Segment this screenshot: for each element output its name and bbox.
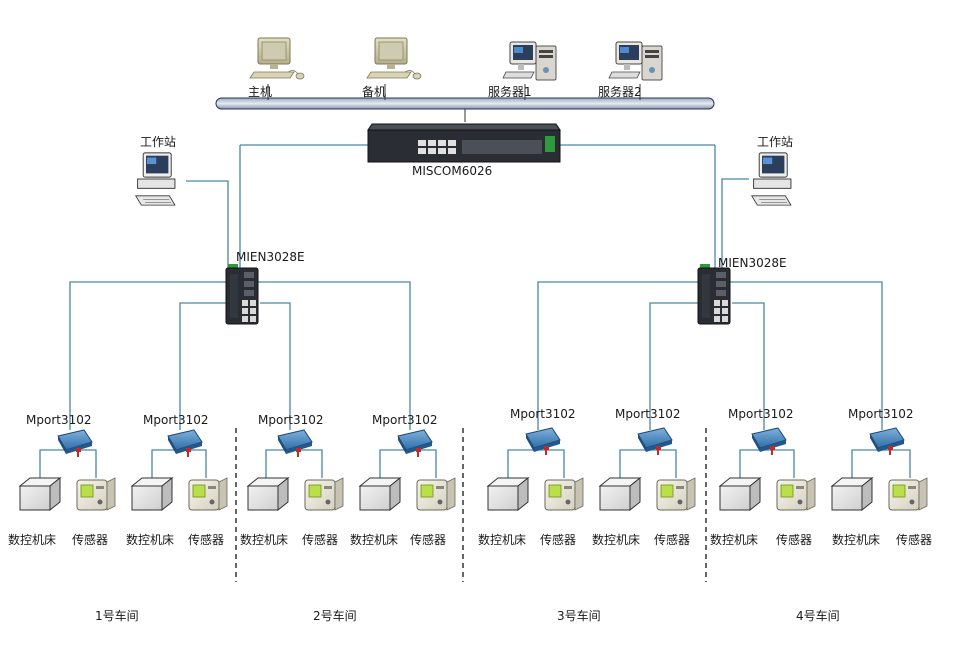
sensor-label: 传感器 <box>410 532 446 547</box>
cnc-machine-icon <box>831 477 873 511</box>
sensor-label: 传感器 <box>188 532 224 547</box>
cnc-machine-icon <box>247 477 289 511</box>
sensor-icon <box>304 477 344 511</box>
sensor-label: 传感器 <box>72 532 108 547</box>
mport-label: Mport3102 <box>143 413 209 427</box>
sensor-label: 传感器 <box>302 532 338 547</box>
workshop-3-label: 3号车间 <box>557 608 601 623</box>
mport-label: Mport3102 <box>615 407 681 421</box>
sensor-label: 传感器 <box>896 532 932 547</box>
mport-label: Mport3102 <box>510 407 576 421</box>
sensor-label: 传感器 <box>776 532 812 547</box>
cnc-label: 数控机床 <box>832 532 880 547</box>
sensor-label: 传感器 <box>654 532 690 547</box>
left-edge-links <box>69 281 411 430</box>
sensor-icon <box>656 477 696 511</box>
core-switch-label: MISCOM6026 <box>412 164 492 178</box>
cnc-label: 数控机床 <box>710 532 758 547</box>
mport-icon <box>277 429 313 458</box>
backup-host-icon <box>366 37 422 80</box>
backbone-bus <box>215 97 715 110</box>
sensor-icon <box>776 477 816 511</box>
mport-label: Mport3102 <box>848 407 914 421</box>
right-edge-links <box>537 281 883 430</box>
workshop-1-label: 1号车间 <box>95 608 139 623</box>
workshop-2-label: 2号车间 <box>313 608 357 623</box>
backup-host-label: 备机 <box>362 85 386 99</box>
mport-icon <box>525 427 561 456</box>
cnc-label: 数控机床 <box>350 532 398 547</box>
cnc-machine-icon <box>19 477 61 511</box>
mport-label: Mport3102 <box>372 413 438 427</box>
cnc-label: 数控机床 <box>126 532 174 547</box>
cnc-machine-icon <box>599 477 641 511</box>
device-links <box>39 449 911 478</box>
workstation-left-icon <box>135 152 176 206</box>
sensor-icon <box>188 477 228 511</box>
cnc-machine-icon <box>359 477 401 511</box>
server1-icon <box>502 41 557 81</box>
core-switch-icon <box>367 123 561 163</box>
host-stubs <box>267 84 641 122</box>
mport-icon <box>751 427 787 456</box>
cnc-label: 数控机床 <box>8 532 56 547</box>
mport-icon <box>167 429 203 458</box>
sensor-icon <box>76 477 116 511</box>
cnc-machine-icon <box>131 477 173 511</box>
mport-icon <box>57 429 93 458</box>
workstation-right-label: 工作站 <box>757 135 793 149</box>
mport-label: Mport3102 <box>728 407 794 421</box>
sensor-label: 传感器 <box>540 532 576 547</box>
main-host-label: 主机 <box>248 85 272 99</box>
cnc-label: 数控机床 <box>478 532 526 547</box>
core-links <box>186 144 749 268</box>
workshop-dividers <box>235 428 707 582</box>
device-labels: 数控机床 传感器 数控机床 传感器 数控机床 传感器 数控机床 传感器 数控机床… <box>8 532 932 547</box>
sensor-icon <box>416 477 456 511</box>
field-devices <box>19 477 928 511</box>
server2-label: 服务器2 <box>598 84 642 99</box>
mport-icon <box>637 427 673 456</box>
edge-switch-left-label: MIEN3028E <box>236 250 305 264</box>
workshop-4-label: 4号车间 <box>796 608 840 623</box>
cnc-label: 数控机床 <box>240 532 288 547</box>
mport-group: Mport3102 Mport3102 Mport3102 Mport3102 … <box>26 407 914 458</box>
sensor-icon <box>544 477 584 511</box>
server1-label: 服务器1 <box>488 84 532 99</box>
cnc-machine-icon <box>487 477 529 511</box>
edge-switch-right-label: MIEN3028E <box>718 256 787 270</box>
workstation-left-label: 工作站 <box>140 135 176 149</box>
mport-label: Mport3102 <box>258 413 324 427</box>
mport-icon <box>397 429 433 458</box>
workstation-right-icon <box>751 152 792 206</box>
edge-switch-right-icon <box>697 263 731 325</box>
mport-label: Mport3102 <box>26 413 92 427</box>
sensor-icon <box>888 477 928 511</box>
cnc-machine-icon <box>719 477 761 511</box>
main-host-icon <box>249 37 305 80</box>
cnc-label: 数控机床 <box>592 532 640 547</box>
edge-switch-left-icon <box>225 263 259 325</box>
server2-icon <box>608 41 663 81</box>
mport-icon <box>869 427 905 456</box>
